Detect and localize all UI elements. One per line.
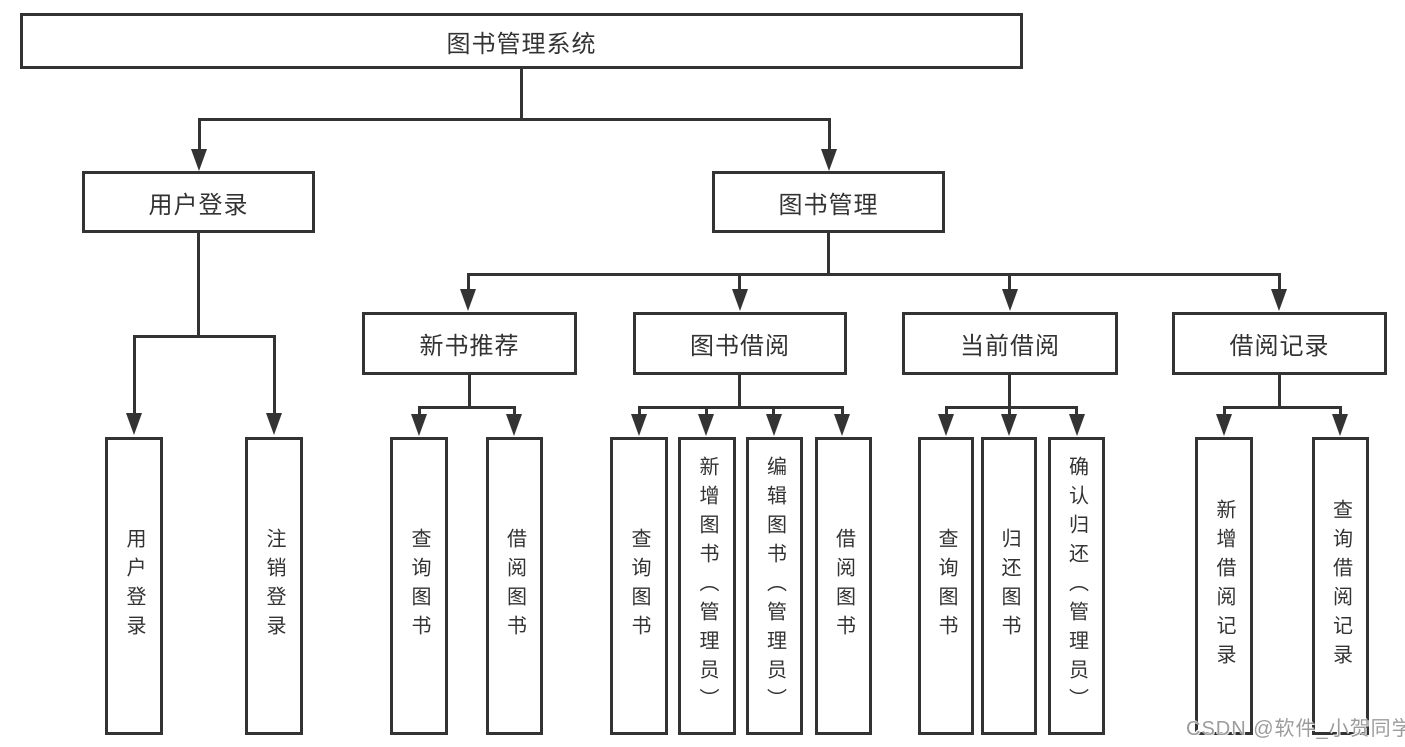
arrowhead-icon: [766, 414, 782, 436]
connector-drop-new-books: [467, 273, 470, 291]
node-book-borrow: 图书借阅: [633, 312, 847, 375]
connector-new-books-stem: [468, 375, 471, 409]
node-current-borrow: 当前借阅: [902, 312, 1118, 375]
node-user-login: 用户登录: [82, 171, 315, 233]
arrowhead-icon: [1001, 414, 1017, 436]
connector-user-login-stem: [197, 233, 200, 337]
connector-drop: [513, 406, 516, 416]
connector-drop: [705, 406, 708, 416]
leaf-borrow-query: 查询图书: [610, 437, 668, 735]
leaf-newbook-borrow: 借阅图书: [486, 437, 543, 735]
arrowhead-icon: [821, 149, 837, 171]
arrowhead-icon: [266, 413, 282, 435]
connector-drop-book-mgmt: [828, 118, 831, 151]
leaf-borrow-edit-admin-label: 编辑图书（管理员）: [763, 455, 786, 717]
connector-drop-leaf-user-login: [133, 335, 136, 415]
connector-borrow-records-stem: [1278, 375, 1281, 409]
connector-drop-leaf-logout: [273, 335, 276, 415]
connector-current-borrow-stem: [1008, 375, 1011, 409]
connector-drop-borrow-records: [1278, 273, 1281, 291]
leaf-newbook-borrow-label: 借阅图书: [503, 528, 526, 644]
connector-drop: [772, 406, 775, 416]
arrowhead-icon: [191, 149, 207, 171]
leaf-borrow-borrow-label: 借阅图书: [832, 528, 855, 644]
leaf-borrow-query-label: 查询图书: [628, 528, 650, 644]
node-borrow-records-label: 借阅记录: [1229, 333, 1330, 360]
arrowhead-icon: [1271, 289, 1287, 311]
connector-drop: [1075, 406, 1078, 416]
arrowhead-icon: [506, 414, 522, 436]
node-book-management-label: 图书管理: [778, 191, 879, 219]
node-book-management: 图书管理: [712, 171, 945, 233]
arrowhead-icon: [698, 414, 714, 436]
leaf-current-query-label: 查询图书: [935, 528, 957, 644]
leaf-current-return: 归还图书: [981, 437, 1037, 735]
arrowhead-icon: [411, 414, 427, 436]
leaf-current-confirm-admin: 确认归还（管理员）: [1048, 437, 1105, 735]
arrowhead-icon: [1069, 414, 1085, 436]
connector-drop: [1223, 406, 1226, 416]
leaf-records-query: 查询借阅记录: [1312, 437, 1369, 735]
arrowhead-icon: [834, 414, 850, 436]
arrowhead-icon: [126, 413, 142, 435]
leaf-newbook-query: 查询图书: [390, 437, 448, 735]
connector-drop: [418, 406, 421, 416]
arrowhead-icon: [1002, 289, 1018, 311]
leaf-current-return-label: 归还图书: [998, 528, 1020, 644]
connector-book-borrow-split: [638, 406, 844, 409]
node-new-book-recommend: 新书推荐: [362, 312, 577, 375]
node-borrow-records: 借阅记录: [1172, 312, 1387, 375]
connector-drop-book-borrow: [738, 273, 741, 291]
leaf-borrow-add-admin-label: 新增图书（管理员）: [696, 455, 718, 717]
connector-borrow-records-split: [1223, 406, 1342, 409]
connector-new-books-split: [418, 406, 516, 409]
connector-drop: [841, 406, 844, 416]
node-user-login-label: 用户登录: [148, 191, 249, 219]
connector-drop: [638, 406, 641, 416]
leaf-user-login-label: 用户登录: [123, 528, 145, 644]
arrowhead-icon: [732, 289, 748, 311]
csdn-watermark: CSDN @软件_小贺同学: [1186, 718, 1405, 740]
leaf-records-query-label: 查询借阅记录: [1329, 499, 1352, 673]
connector-level1-split: [198, 118, 831, 121]
connector-book-borrow-stem: [738, 375, 741, 409]
connector-drop-current-borrow: [1008, 273, 1011, 291]
leaf-logout-label: 注销登录: [263, 528, 285, 644]
leaf-borrow-edit-admin: 编辑图书（管理员）: [746, 437, 803, 735]
connector-level3-split: [467, 273, 1281, 276]
leaf-newbook-query-label: 查询图书: [408, 528, 430, 644]
connector-root-stem: [520, 69, 523, 119]
leaf-records-add-label: 新增借阅记录: [1213, 499, 1235, 673]
connector-drop-user-login: [198, 118, 201, 151]
arrowhead-icon: [631, 414, 647, 436]
leaf-logout: 注销登录: [245, 437, 303, 735]
node-current-borrow-label: 当前借阅: [960, 333, 1060, 360]
connector-drop: [1339, 406, 1342, 416]
connector-user-login-split: [133, 335, 276, 338]
connector-current-borrow-split: [945, 406, 1078, 409]
leaf-current-confirm-admin-label: 确认归还（管理员）: [1065, 455, 1088, 717]
connector-drop: [945, 406, 948, 416]
arrowhead-icon: [460, 289, 476, 311]
arrowhead-icon: [1216, 414, 1232, 436]
arrowhead-icon: [1332, 414, 1348, 436]
connector-drop: [1008, 406, 1011, 416]
connector-book-mgmt-stem: [827, 233, 830, 275]
node-root-label: 图书管理系统: [446, 30, 597, 58]
leaf-records-add: 新增借阅记录: [1195, 437, 1253, 735]
node-root: 图书管理系统: [20, 13, 1023, 69]
leaf-user-login: 用户登录: [105, 437, 163, 735]
node-new-book-recommend-label: 新书推荐: [419, 333, 520, 360]
arrowhead-icon: [938, 414, 954, 436]
leaf-current-query: 查询图书: [918, 437, 974, 735]
node-book-borrow-label: 图书借阅: [690, 333, 790, 360]
leaf-borrow-add-admin: 新增图书（管理员）: [678, 437, 736, 735]
leaf-borrow-borrow: 借阅图书: [815, 437, 872, 735]
